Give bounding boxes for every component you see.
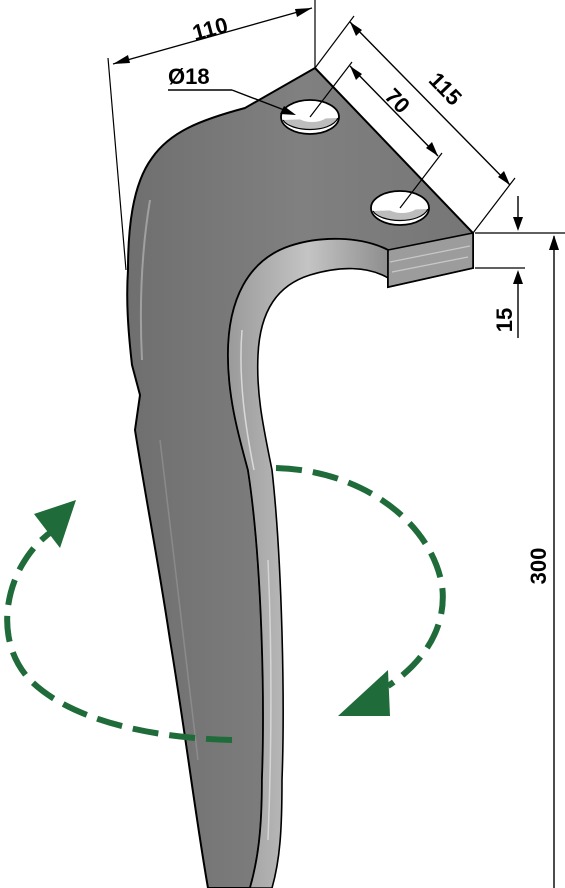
tine-flange-end <box>387 232 474 288</box>
rotation-arrowhead-left <box>34 500 76 548</box>
dim-label-70: 70 <box>380 83 415 118</box>
dim-label-300: 300 <box>526 548 551 585</box>
dim-label-110: 110 <box>190 12 231 45</box>
tine-front-face <box>126 66 474 888</box>
dim-label-15: 15 <box>492 308 517 332</box>
rotation-arc-upper <box>275 465 446 689</box>
tine-inner-edge <box>227 238 389 888</box>
mounting-hole-lower <box>370 190 430 226</box>
rotation-arc-lower <box>4 527 233 743</box>
rotate-arrows-icon <box>4 465 446 743</box>
dimension-hole-diameter: Ø18 <box>168 64 296 115</box>
dimension-height: 300 <box>526 235 559 888</box>
rotation-arrowhead-right <box>338 670 390 716</box>
tine-body <box>126 66 474 888</box>
dim-label-diameter: Ø18 <box>168 64 210 89</box>
dimension-thickness: 15 <box>475 196 565 338</box>
